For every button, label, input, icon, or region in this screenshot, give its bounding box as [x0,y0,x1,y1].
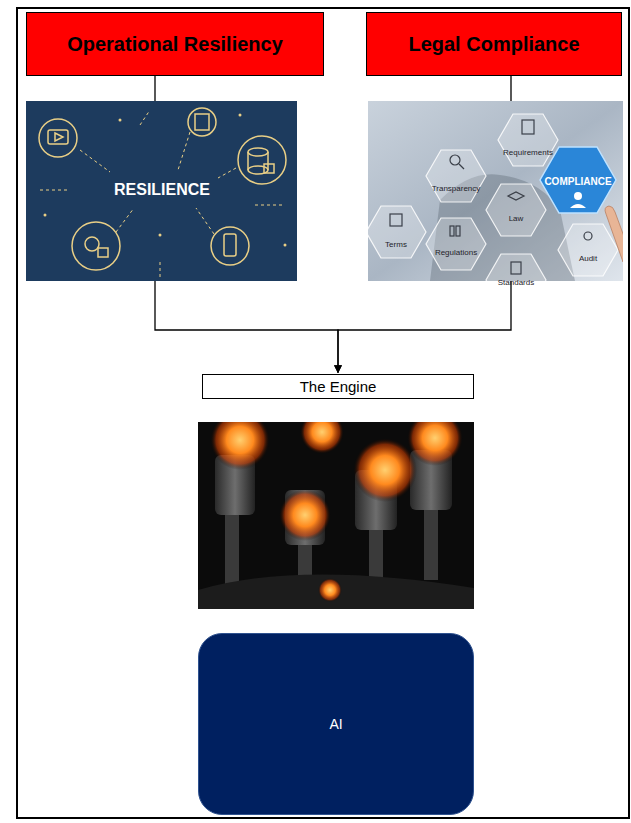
picture-text: Law [509,214,524,223]
picture-title: COMPLIANCE [544,176,611,187]
box-text: Operational Resiliency [67,33,283,56]
box-text: Legal Compliance [408,33,579,56]
picture-text: Requirements [503,148,553,157]
hex-icons [390,120,592,274]
box-text: AI [329,716,342,732]
label-holder: Law [509,207,524,225]
people-icon [570,192,586,208]
pointing-hand [605,206,623,262]
header-box: Legal Compliance [366,12,622,76]
picture-text: Terms [385,240,407,249]
box-text: The Engine [300,378,377,395]
label-holder: Regulations [435,241,477,259]
pistons [198,450,474,609]
picture-title: RESILIENCE [114,181,210,198]
label-holder: COMPLIANCE [544,171,611,189]
page-frame [17,8,629,818]
label-holder: RESILIENCE [114,181,210,199]
rounded-box: AI [198,633,474,815]
dashed-rays [40,110,285,278]
label-holder: Transparency [432,177,481,195]
label-holder: Requirements [503,141,553,159]
process-box: The Engine [202,374,474,399]
picture-text: Regulations [435,248,477,257]
resilience-picture [26,101,297,281]
label-holder: Audit [579,247,597,265]
hexagons [368,114,618,281]
icon-circles [39,108,286,270]
dots [44,114,287,247]
picture-text: Standards [498,278,534,287]
header-box: Operational Resiliency [26,12,324,76]
compliance-picture [368,101,623,281]
engine-picture [198,422,474,609]
picture-text: Audit [579,254,597,263]
label-holder: Standards [498,271,534,289]
picture-ground [26,101,297,281]
fire-glow [210,422,463,602]
label-holder: Terms [385,233,407,251]
picture-text: Transparency [432,184,481,193]
